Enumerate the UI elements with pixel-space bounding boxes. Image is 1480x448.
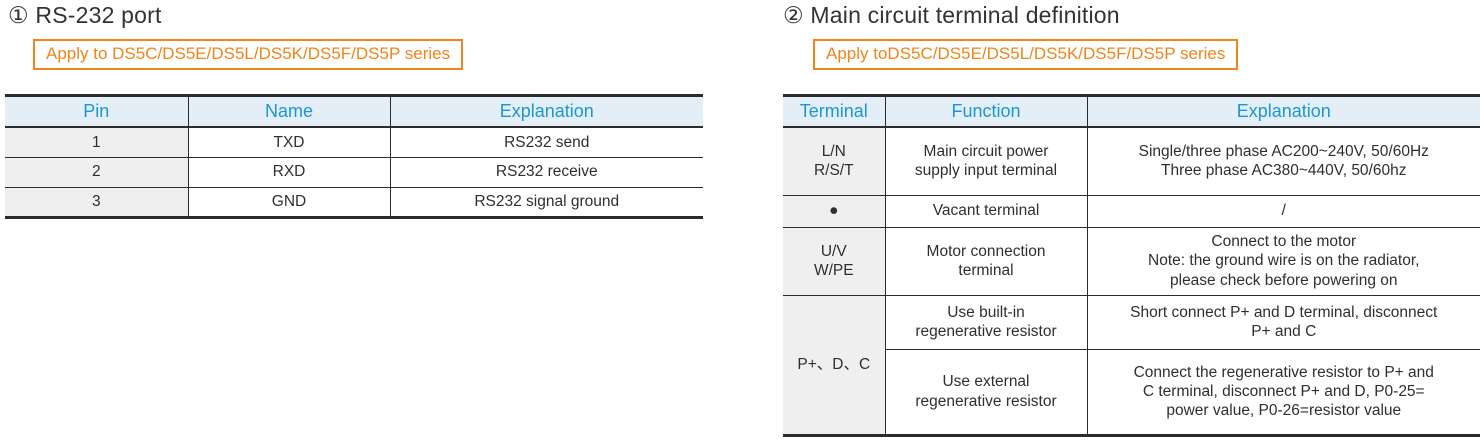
function-cell: Use external regenerative resistor (884, 349, 1087, 435)
terminal-cell: L/N R/S/T (783, 127, 885, 195)
function-cell: Motor connection terminal (884, 227, 1087, 295)
function-cell: Use built-in regenerative resistor (884, 295, 1087, 349)
table-row: U/V W/PE Motor connection terminal Conne… (783, 227, 1480, 295)
name-cell: TXD (187, 127, 390, 157)
explanation-cell: Short connect P+ and D terminal, disconn… (1086, 295, 1480, 349)
rs232-apply-note: Apply to DS5C/DS5E/DS5L/DS5K/DS5F/DS5P s… (33, 39, 464, 71)
name-column-header: Name (187, 95, 390, 127)
explanation-cell: Connect to the motor Note: the ground wi… (1086, 227, 1480, 295)
explanation-column-header: Explanation (1086, 95, 1480, 127)
pin-cell: 2 (5, 157, 188, 187)
name-cell: GND (187, 187, 390, 217)
table-row: 3 GND RS232 signal ground (5, 187, 703, 217)
rs232-section-title: ① RS-232 port (8, 2, 162, 28)
function-cell: Main circuit power supply input terminal (884, 127, 1087, 195)
main-circuit-table: Terminal Function Explanation L/N R/S/T … (783, 94, 1480, 437)
pin-cell: 3 (5, 187, 188, 217)
function-column-header: Function (884, 95, 1087, 127)
name-cell: RXD (187, 157, 390, 187)
main-circuit-section-title: ② Main circuit terminal definition (783, 2, 1120, 28)
explanation-cell: RS232 receive (389, 157, 703, 187)
explanation-cell: Connect the regenerative resistor to P+ … (1086, 349, 1480, 435)
terminal-cell: U/V W/PE (783, 227, 885, 295)
explanation-cell: Single/three phase AC200~240V, 50/60Hz T… (1086, 127, 1480, 195)
main-circuit-apply-note: Apply toDS5C/DS5E/DS5L/DS5K/DS5F/DS5P se… (813, 39, 1239, 71)
table-row: ● Vacant terminal / (783, 195, 1480, 227)
table-row: P+、D、C Use built-in regenerative resisto… (783, 295, 1480, 435)
pin-column-header: Pin (5, 95, 188, 127)
table-row: L/N R/S/T Main circuit power supply inpu… (783, 127, 1480, 195)
explanation-cell: RS232 send (389, 127, 703, 157)
explanation-column-header: Explanation (389, 95, 703, 127)
pin-cell: 1 (5, 127, 188, 157)
rs232-table: Pin Name Explanation 1 TXD RS232 send 2 … (5, 94, 703, 219)
table-row: 2 RXD RS232 receive (5, 157, 703, 187)
rs232-header-row: Pin Name Explanation (5, 95, 703, 127)
table-row: 1 TXD RS232 send (5, 127, 703, 157)
explanation-cell: RS232 signal ground (389, 187, 703, 217)
explanation-cell: / (1086, 195, 1480, 227)
terminal-column-header: Terminal (783, 95, 885, 127)
table-row: Use external regenerative resistor Conne… (783, 349, 1480, 435)
function-cell: Vacant terminal (884, 195, 1087, 227)
terminal-cell: P+、D、C (783, 295, 885, 435)
main-circuit-header-row: Terminal Function Explanation (783, 95, 1480, 127)
vacant-terminal-dot: ● (783, 195, 885, 227)
